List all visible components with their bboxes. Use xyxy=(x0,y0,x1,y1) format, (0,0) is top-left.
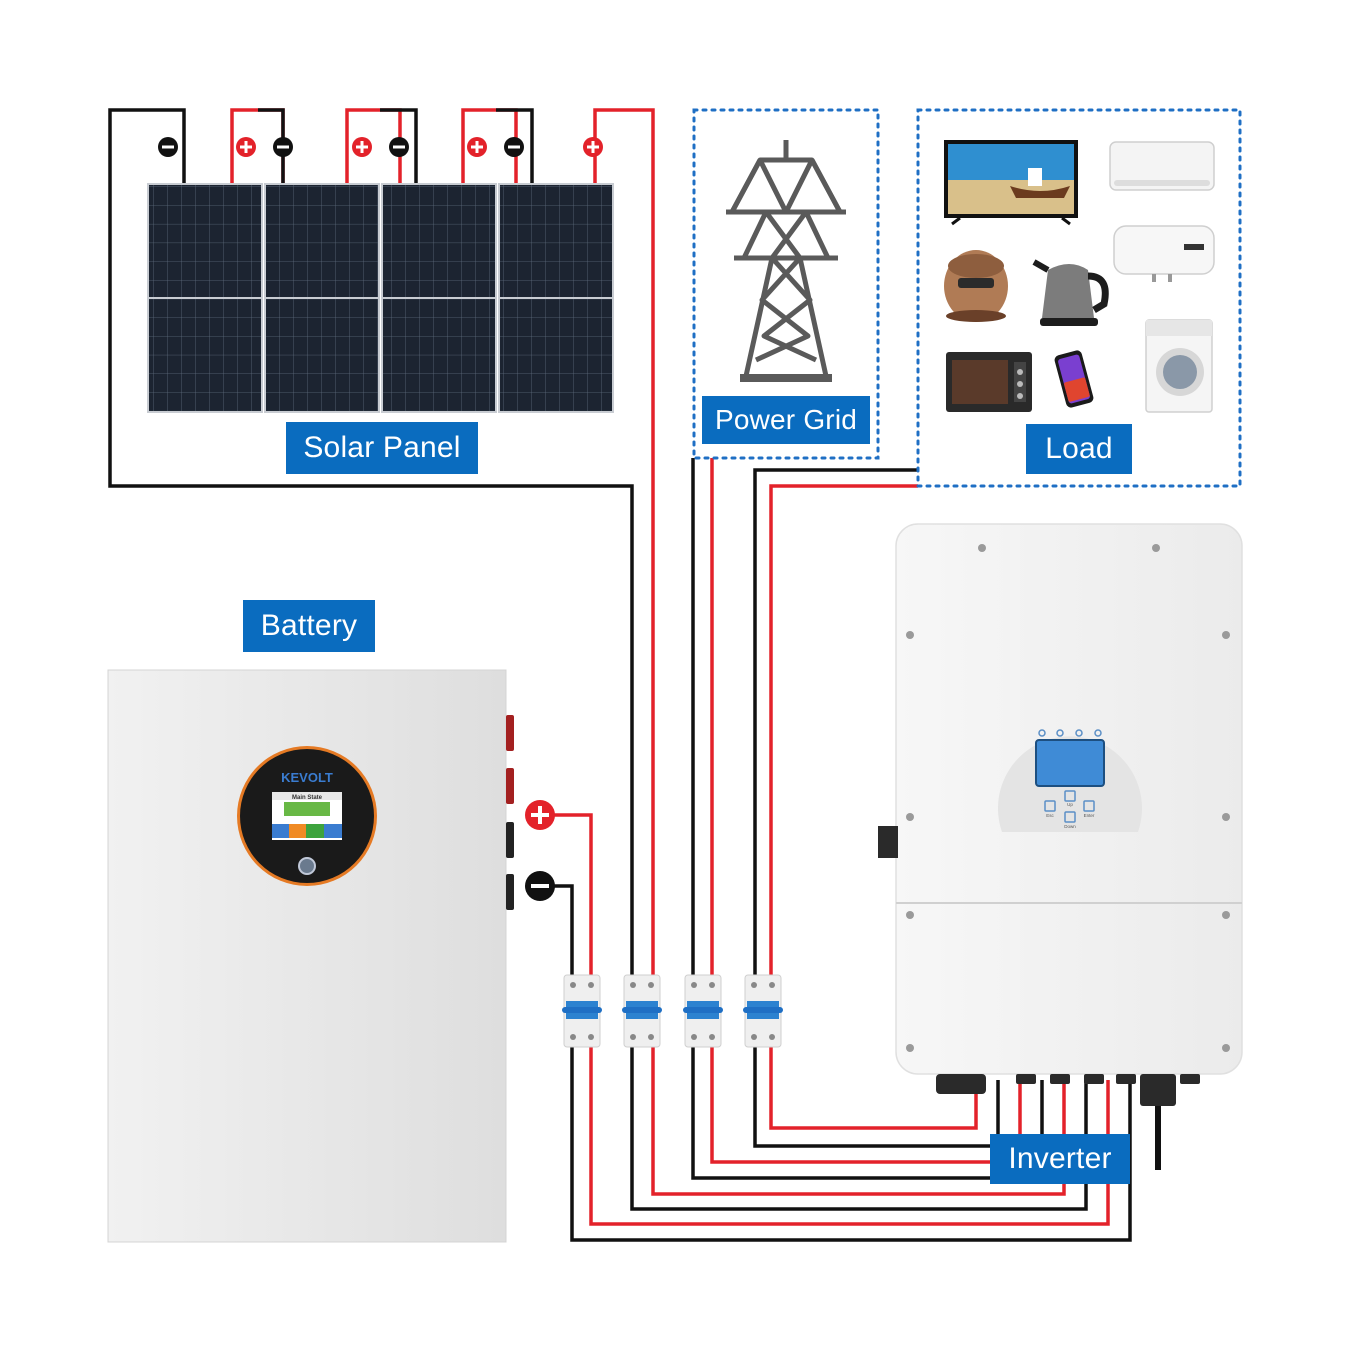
esc-button-label: Esc xyxy=(1046,813,1054,818)
negative-terminal-icon xyxy=(158,137,178,157)
solar-panel-label: Solar Panel xyxy=(286,422,478,474)
positive-terminal-icon xyxy=(583,137,603,157)
battery-breaker xyxy=(562,974,602,1048)
up-button-label: Up xyxy=(1067,802,1073,807)
load-frame xyxy=(916,108,1242,488)
solar-panel-3 xyxy=(381,183,497,413)
load-breaker xyxy=(743,974,783,1048)
water-heater-icon xyxy=(1113,225,1215,282)
inverter-screen xyxy=(1035,739,1105,787)
battery-port xyxy=(506,874,514,910)
enter-button-label: Enter xyxy=(1084,813,1095,818)
panel-terminals xyxy=(158,137,603,157)
positive-terminal-icon xyxy=(352,137,372,157)
load-positive-wire xyxy=(769,484,918,985)
down-button-icon xyxy=(1064,811,1076,823)
inverter-switch xyxy=(878,826,898,858)
enter-button-icon xyxy=(1083,800,1095,812)
transmission-tower-icon xyxy=(726,140,846,382)
battery-label: Battery xyxy=(243,600,375,652)
solar-panel-2 xyxy=(264,183,380,413)
down-button-label: Down xyxy=(1064,824,1076,829)
solar-panel-1 xyxy=(147,183,263,413)
battery-port xyxy=(506,822,514,858)
grid-breaker xyxy=(683,974,723,1048)
oven-icon xyxy=(946,352,1032,412)
inverter-label: Inverter xyxy=(990,1134,1130,1184)
power-grid-frame xyxy=(692,108,880,460)
battery-negative-wire xyxy=(554,884,574,985)
esc-button-icon xyxy=(1044,800,1056,812)
positive-terminal-icon xyxy=(236,137,256,157)
washing-machine-icon xyxy=(1145,319,1213,413)
negative-terminal-icon xyxy=(389,137,409,157)
solar-panel-array xyxy=(147,183,614,413)
breakers xyxy=(562,974,783,1048)
battery-port xyxy=(506,715,514,751)
tv-icon xyxy=(944,140,1078,226)
solar-panel-4 xyxy=(498,183,614,413)
wires xyxy=(108,108,1161,1242)
battery-screen-title: Main State xyxy=(292,795,323,801)
load-negative-wire xyxy=(753,468,918,985)
load-label: Load xyxy=(1026,424,1132,474)
negative-terminal-icon xyxy=(273,137,293,157)
up-button-icon xyxy=(1064,790,1076,802)
kettle-icon xyxy=(1032,259,1109,326)
inverter-unit xyxy=(878,523,1243,1106)
battery-unit xyxy=(107,669,514,1243)
solar-negative-wire xyxy=(108,108,634,985)
smartphone-icon xyxy=(1054,350,1094,408)
negative-terminal-icon xyxy=(504,137,524,157)
positive-terminal-icon xyxy=(467,137,487,157)
battery-negative-terminal-icon xyxy=(525,871,555,901)
power-grid-label: Power Grid xyxy=(702,396,870,444)
air-conditioner-icon xyxy=(1109,141,1215,191)
battery-brand: KEVOLT xyxy=(281,770,333,785)
power-button-icon xyxy=(298,857,316,875)
battery-positive-wire xyxy=(554,813,593,985)
rice-cooker-icon xyxy=(944,250,1008,322)
battery-positive-terminal-icon xyxy=(525,800,555,830)
solar-breaker xyxy=(622,974,662,1048)
battery-port xyxy=(506,768,514,804)
load-devices xyxy=(944,140,1215,413)
